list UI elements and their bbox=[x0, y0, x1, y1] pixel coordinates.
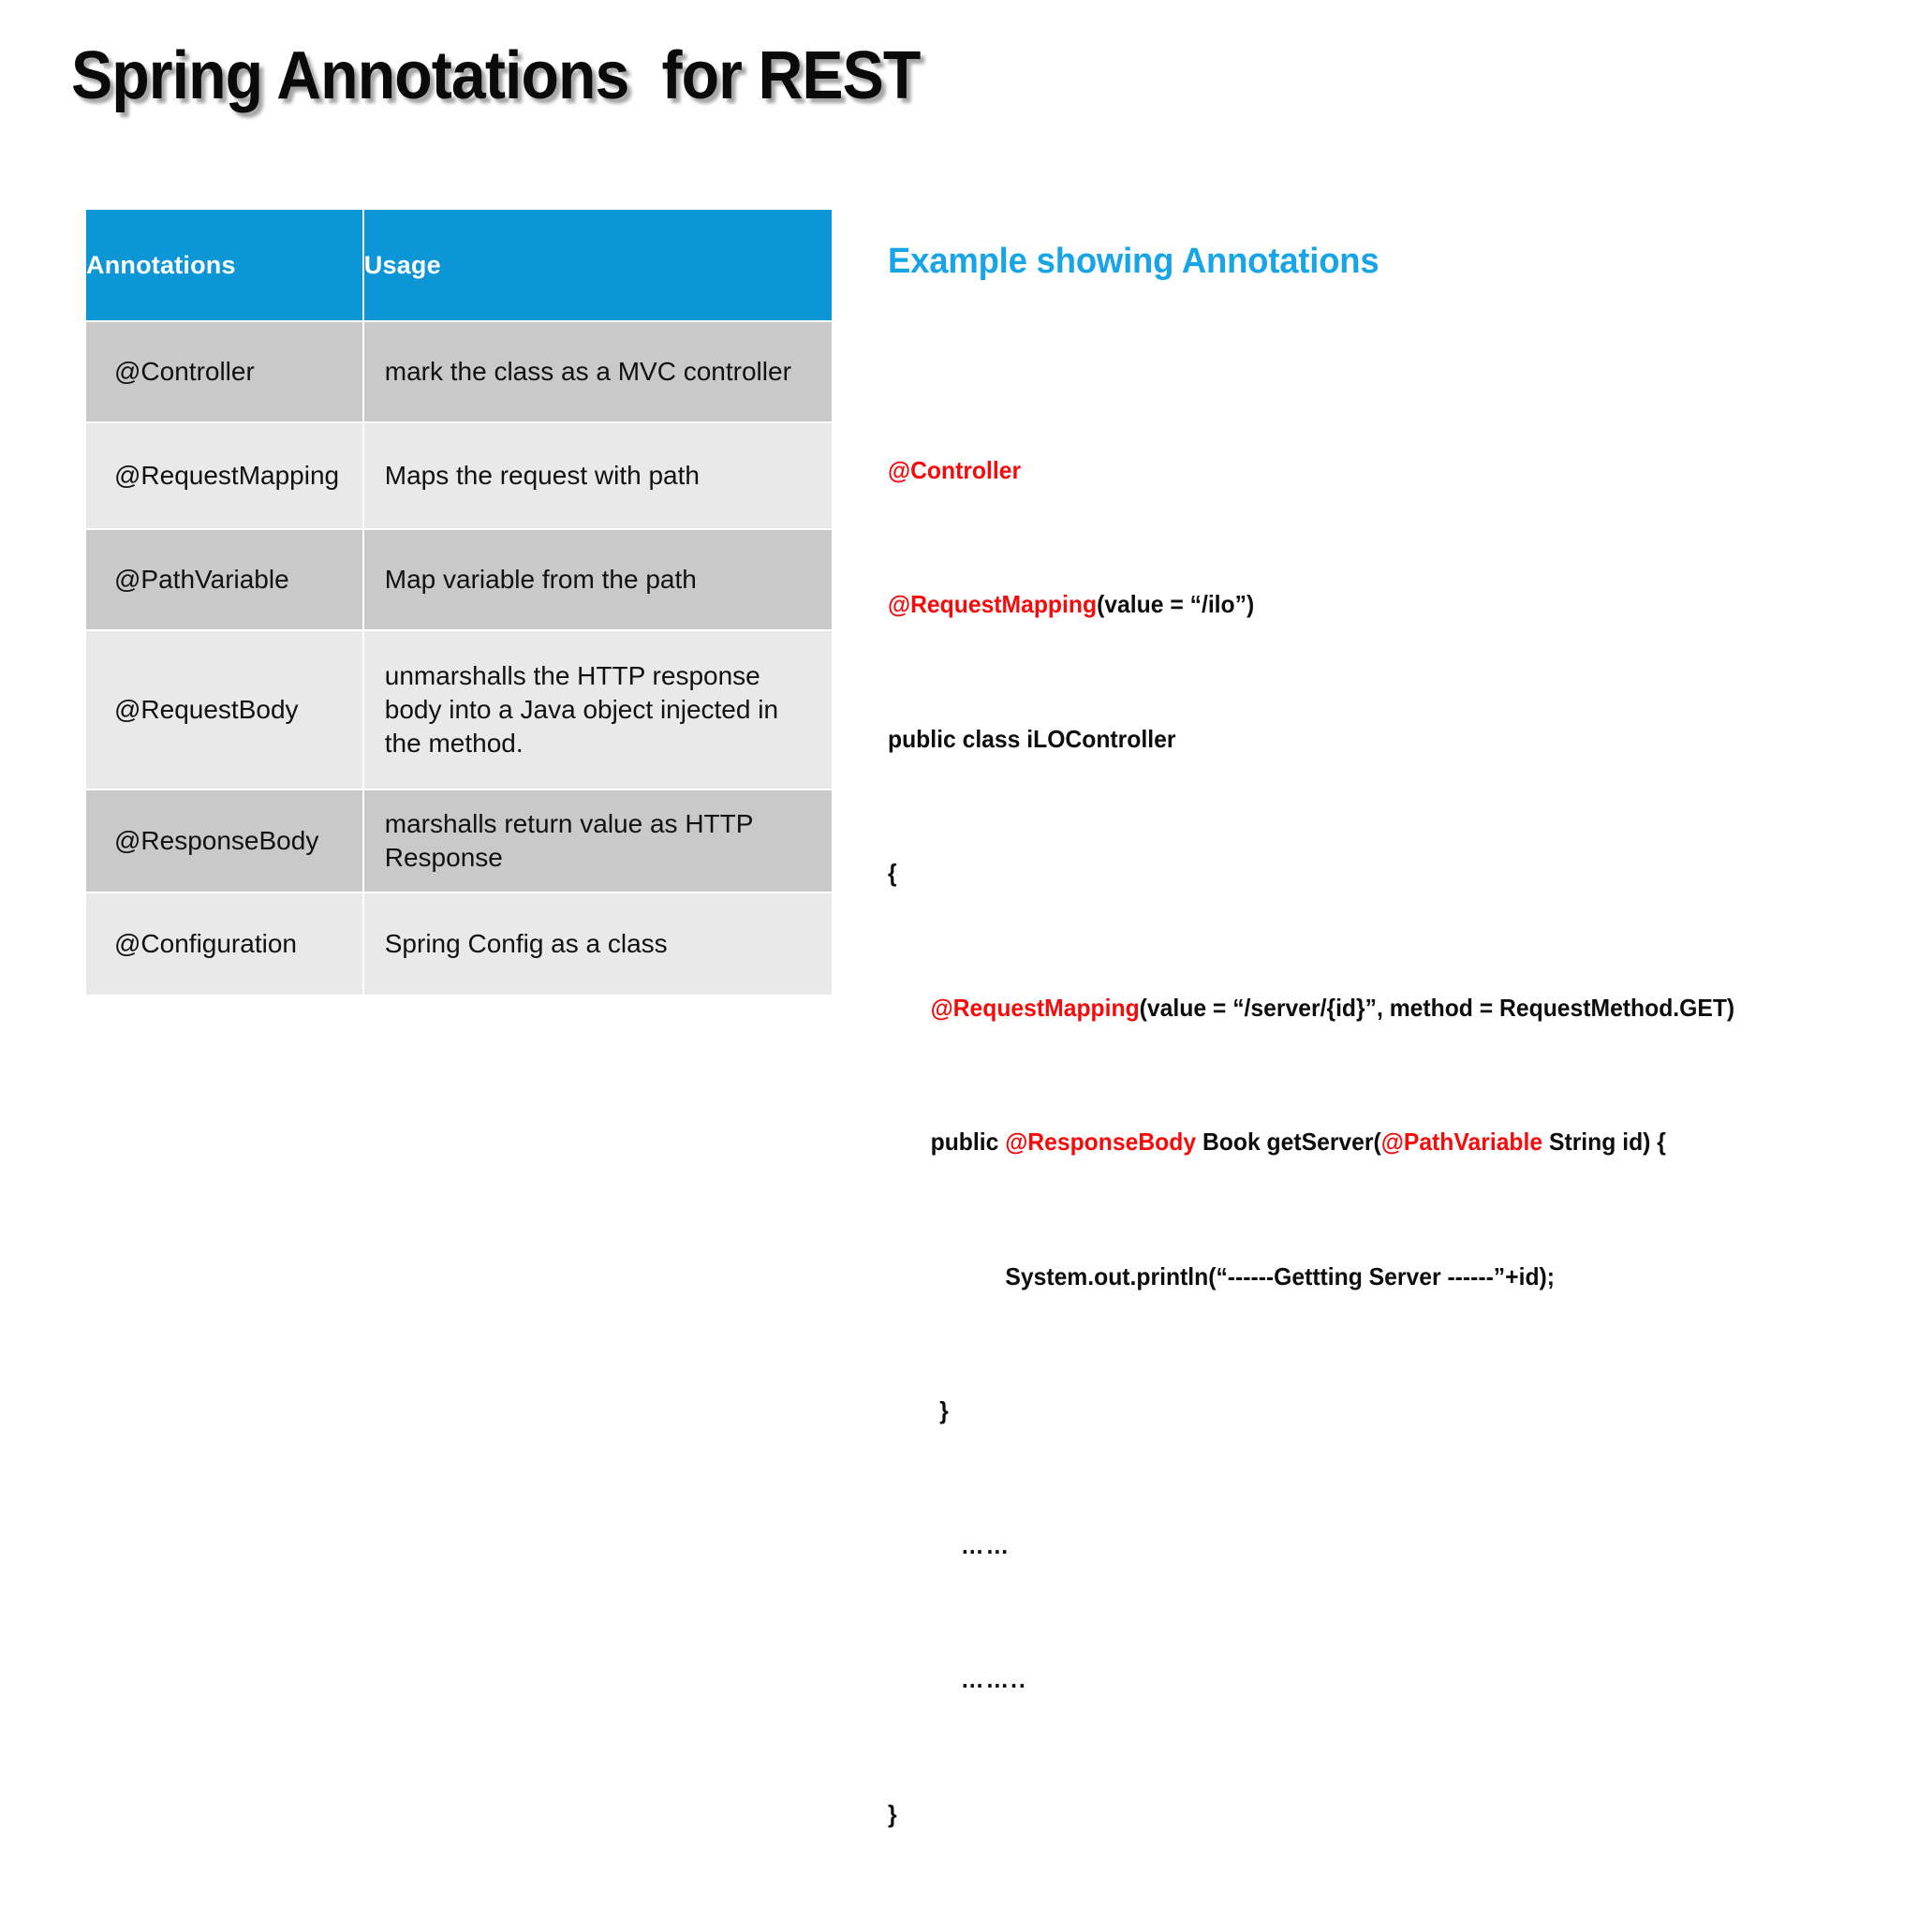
column-header-annotations: Annotations bbox=[86, 210, 362, 320]
annotation-name: @RequestMapping bbox=[86, 423, 362, 528]
annotation-usage: Maps the request with path bbox=[363, 423, 832, 528]
annotation-usage: Spring Config as a class bbox=[363, 893, 832, 995]
code-line-method-signature: public @ResponseBody Book getServer(@Pat… bbox=[888, 1126, 1831, 1159]
code-line-open-brace: { bbox=[888, 859, 897, 888]
code-line-class-declaration: public class iLOController bbox=[888, 724, 1176, 753]
annotations-table: Annotations Usage @Controller mark the c… bbox=[84, 208, 834, 996]
code-line-close-method-brace: } bbox=[939, 1396, 949, 1425]
code-line-ellipsis-1: …… bbox=[960, 1530, 1011, 1559]
annotation-usage: marshalls return value as HTTP Response bbox=[363, 790, 832, 892]
annotation-usage: Map variable from the path bbox=[363, 530, 832, 629]
code-line-request-mapping-class: @RequestMapping(value = “/ilo”) bbox=[888, 588, 1831, 622]
annotation-request-mapping: @RequestMapping bbox=[888, 590, 1098, 619]
code-method-params: String id) { bbox=[1542, 1128, 1666, 1157]
code-line-close-class-brace: } bbox=[888, 1799, 897, 1828]
annotation-request-mapping-method-args: (value = “/server/{id}”, method = Reques… bbox=[1139, 993, 1735, 1022]
annotation-name: @ResponseBody bbox=[86, 790, 362, 892]
code-example-block: @Controller @RequestMapping(value = “/il… bbox=[888, 353, 1831, 1932]
code-line-request-mapping-method: @RequestMapping(value = “/server/{id}”, … bbox=[888, 992, 1831, 1025]
annotation-request-mapping-args: (value = “/ilo”) bbox=[1097, 590, 1255, 619]
annotation-controller: @Controller bbox=[888, 455, 1022, 484]
annotation-name: @Controller bbox=[86, 322, 362, 421]
table-header-row: Annotations Usage bbox=[86, 210, 832, 320]
table-row: @Controller mark the class as a MVC cont… bbox=[86, 322, 832, 421]
table-row: @ResponseBody marshalls return value as … bbox=[86, 790, 832, 892]
page-title: Spring Annotations for REST bbox=[71, 38, 921, 113]
annotation-name: @Configuration bbox=[86, 893, 362, 995]
example-heading: Example showing Annotations bbox=[888, 242, 1379, 281]
code-line-ellipsis-2: …….. bbox=[960, 1665, 1027, 1694]
annotation-request-mapping-method: @RequestMapping bbox=[930, 993, 1140, 1022]
table-row: @RequestMapping Maps the request with pa… bbox=[86, 423, 832, 528]
table-row: @Configuration Spring Config as a class bbox=[86, 893, 832, 995]
annotation-path-variable: @PathVariable bbox=[1380, 1128, 1543, 1157]
table-row: @RequestBody unmarshalls the HTTP respon… bbox=[86, 631, 832, 789]
code-line-controller: @Controller bbox=[888, 454, 1831, 488]
example-panel: Example showing Annotations @Controller … bbox=[888, 242, 1881, 1932]
code-keyword-public: public bbox=[930, 1128, 1006, 1157]
annotation-usage: unmarshalls the HTTP response body into … bbox=[363, 631, 832, 789]
code-line-println: System.out.println(“------Gettting Serve… bbox=[1005, 1261, 1555, 1290]
annotation-usage: mark the class as a MVC controller bbox=[363, 322, 832, 421]
annotation-name: @PathVariable bbox=[86, 530, 362, 629]
column-header-usage: Usage bbox=[363, 210, 832, 320]
code-method-name: Book getServer( bbox=[1196, 1128, 1381, 1157]
annotation-name: @RequestBody bbox=[86, 631, 362, 789]
table-row: @PathVariable Map variable from the path bbox=[86, 530, 832, 629]
annotation-response-body: @ResponseBody bbox=[1005, 1128, 1197, 1157]
